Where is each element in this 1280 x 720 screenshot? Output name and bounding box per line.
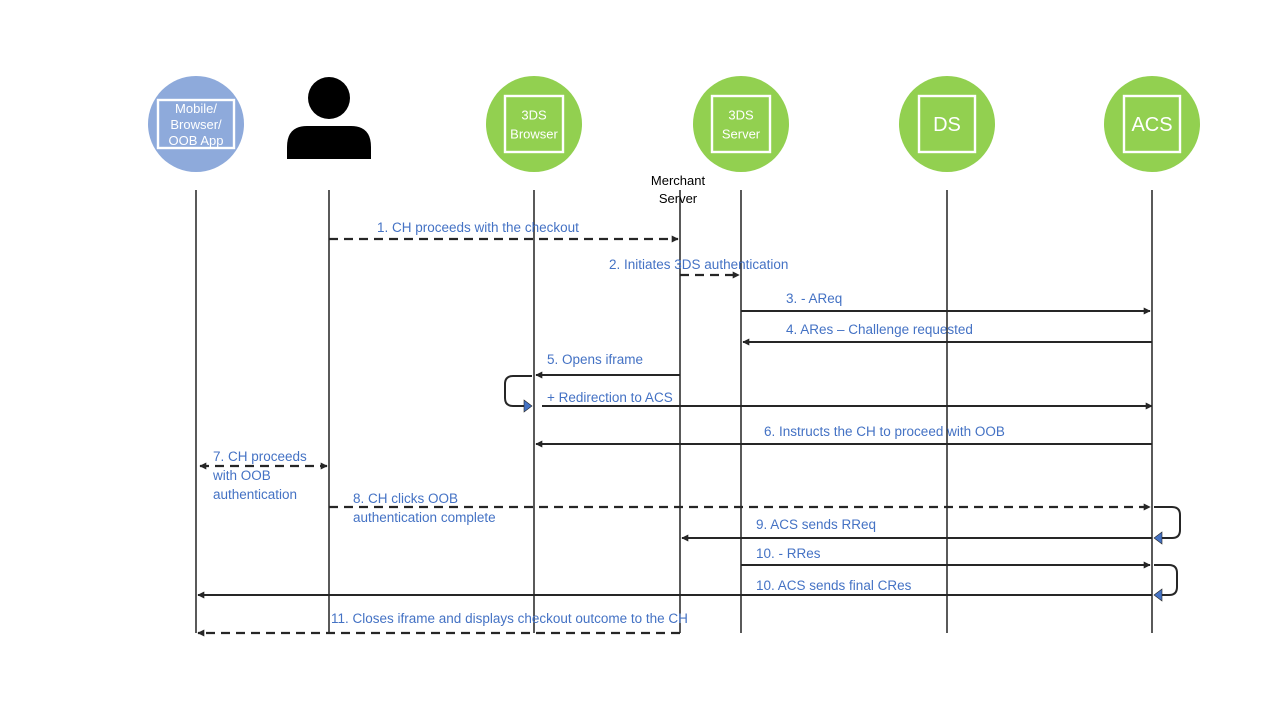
message-13: 11. Closes iframe and displays checkout … (197, 611, 688, 637)
browser-label: 3DS (521, 108, 547, 123)
message-label: 10. - RRes (756, 546, 821, 561)
self-loop (1154, 564, 1178, 596)
message-label: 2. Initiates 3DS authentication (609, 257, 788, 272)
server-label: 3DS (728, 108, 754, 123)
device-label: Browser/ (170, 117, 222, 132)
message-12: 10. ACS sends final CRes (197, 564, 1178, 602)
message-6: + Redirection to ACS (504, 375, 1153, 413)
message-5: 5. Opens iframe (535, 352, 680, 379)
message-4: 4. ARes – Challenge requested (742, 322, 1152, 346)
lifelines (195, 190, 1153, 633)
message-label: 1. CH proceeds with the checkout (377, 220, 579, 235)
merchant-label: Server (659, 191, 698, 206)
message-label: authentication (213, 487, 297, 502)
message-label: 10. ACS sends final CRes (756, 578, 912, 593)
messages: 1. CH proceeds with the checkout 2. Initi… (197, 220, 1181, 637)
message-7: 6. Instructs the CH to proceed with OOB (535, 424, 1152, 448)
acs-label: ACS (1131, 114, 1172, 136)
participant-ds: DS (899, 76, 995, 172)
acs-circle (1104, 76, 1200, 172)
participant-browser: 3DS Browser (486, 76, 582, 172)
message-label: with OOB (212, 468, 271, 483)
merchant-label: Merchant (651, 173, 706, 188)
browser-label: Browser (510, 127, 558, 142)
message-label: 6. Instructs the CH to proceed with OOB (764, 424, 1005, 439)
message-label: 7. CH proceeds (213, 449, 307, 464)
message-11: 10. - RRes (741, 546, 1151, 569)
self-loop (504, 375, 532, 407)
message-label: 11. Closes iframe and displays checkout … (331, 611, 688, 626)
message-label: authentication complete (353, 510, 496, 525)
message-label: 3. - AReq (786, 291, 842, 306)
device-label: OOB App (169, 133, 224, 148)
ds-circle (899, 76, 995, 172)
participant-device: Mobile/Browser/OOB App (148, 76, 244, 172)
participants: Mobile/Browser/OOB App 3DS BrowserMerchant… (148, 76, 1200, 206)
message-label: 9. ACS sends RReq (756, 517, 876, 532)
message-8: 7. CH proceeds with OOB authentication (199, 449, 328, 502)
participant-server: 3DS Server (693, 76, 789, 172)
device-box (156, 98, 236, 150)
acs-box (1122, 94, 1182, 154)
server-box (710, 94, 772, 154)
message-9: 8. CH clicks OOB authentication complete (329, 491, 1151, 525)
device-label: Mobile/ (175, 101, 217, 116)
server-label: Server (722, 127, 761, 142)
message-label: 4. ARes – Challenge requested (786, 322, 973, 337)
message-10: 9. ACS sends RReq (681, 506, 1181, 545)
participant-acs: ACS (1104, 76, 1200, 172)
ds-box (917, 94, 977, 154)
message-3: 3. - AReq (741, 291, 1151, 315)
message-1: 1. CH proceeds with the checkout (329, 220, 679, 243)
message-2: 2. Initiates 3DS authentication (609, 257, 788, 279)
browser-box (503, 94, 565, 154)
ds-label: DS (933, 114, 961, 136)
self-loop (1154, 506, 1181, 539)
message-label: 8. CH clicks OOB (353, 491, 458, 506)
person-icon (287, 77, 371, 159)
message-label: + Redirection to ACS (547, 390, 673, 405)
participant-cardholder (287, 77, 371, 159)
browser-circle (486, 76, 582, 172)
message-label: 5. Opens iframe (547, 352, 643, 367)
server-circle (693, 76, 789, 172)
